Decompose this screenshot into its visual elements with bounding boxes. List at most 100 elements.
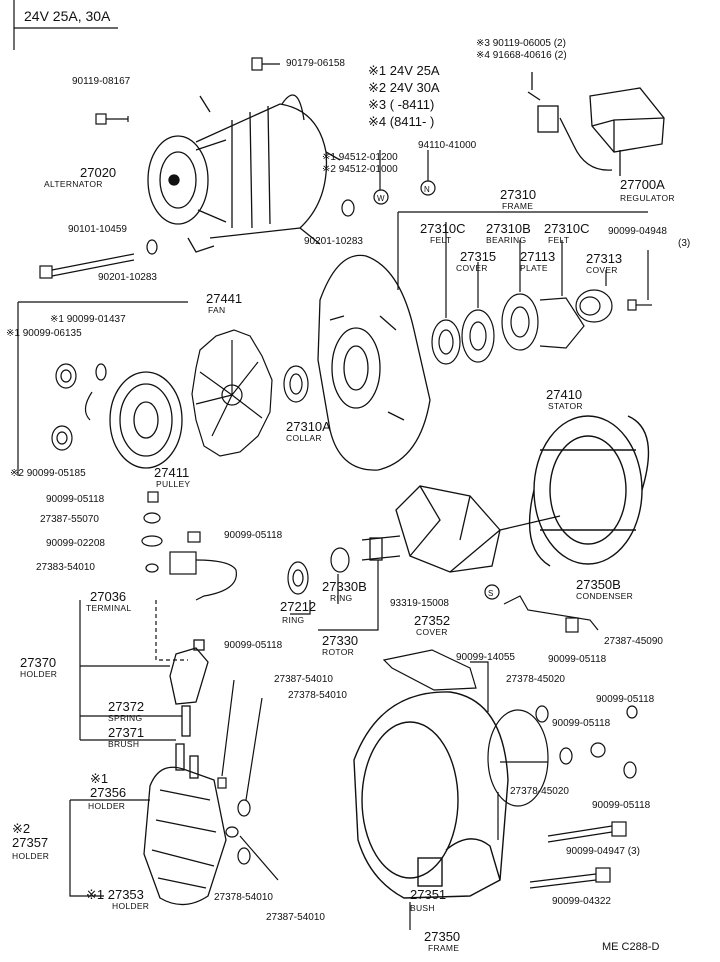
washer-n: N [420, 180, 436, 196]
washer-90201-10283-a [146, 239, 158, 255]
label-27378-54010-b: 27378-54010 [214, 892, 273, 903]
stator-27410 [528, 415, 650, 567]
leader-insulators [221, 679, 279, 881]
label-pulley: PULLEY [156, 479, 191, 489]
brush-holder-27370 [169, 639, 209, 771]
label-90099-04947: 90099-04947 (3) [566, 846, 640, 857]
leader-terminal-dashed [155, 600, 188, 661]
label-terminal: TERMINAL [86, 603, 132, 613]
fan-27441 [191, 329, 273, 457]
diagram-header: 24V 25A, 30A [24, 8, 111, 24]
label-27383-54010: 27383-54010 [36, 562, 95, 573]
insulators [217, 777, 251, 865]
regulator-note-4: ※4 91668-40616 (2) [476, 50, 567, 61]
leader-rectifier [69, 799, 150, 897]
condenser-27350B: S [484, 584, 599, 633]
label-90201-10283-a: 90201-10283 [98, 272, 157, 283]
variant-notes: ※1 24V 25A ※2 24V 30A ※3 ( -8411) ※4 (84… [368, 62, 440, 130]
label-90101-10459: 90101-10459 [68, 224, 127, 235]
label-bearing: BEARING [486, 235, 527, 245]
label-spring: SPRING [108, 713, 143, 723]
bolt-90099-04947 [547, 821, 627, 843]
label-27700A: 27700A [620, 177, 665, 192]
label-frame-27350: FRAME [428, 943, 460, 953]
label-90099-14055: 90099-14055 [456, 652, 515, 663]
washer-w: W [373, 189, 389, 205]
label-27378-45020-a: 27378-45020 [506, 674, 565, 685]
label-plate: PLATE [520, 263, 548, 273]
small-nuts-right [535, 705, 638, 779]
label-fan: FAN [208, 305, 226, 315]
label-felt-a: FELT [430, 235, 452, 245]
bolt-90119-08167 [95, 113, 129, 125]
leader-pulley-group [17, 301, 188, 476]
leader-94110 [379, 150, 429, 190]
label-90099-05118-b: 90099-05118 [224, 530, 283, 541]
leader-rotor [290, 560, 379, 631]
cover-27352 [382, 649, 477, 691]
leader-rear [470, 661, 548, 840]
label-94512-01000: ※2 94512-01000 [322, 164, 398, 175]
label-27387-54010-b: 27387-54010 [266, 912, 325, 923]
label-27357: 27357 [12, 835, 49, 850]
label-27352: 27352 [414, 613, 451, 628]
label-regulator: REGULATOR [620, 193, 675, 203]
label-27020: 27020 [80, 165, 117, 180]
label-alternator: ALTERNATOR [44, 179, 103, 189]
label-27387-45090: 27387-45090 [604, 636, 663, 647]
label-27310A: 27310A [286, 419, 331, 434]
label-27371: 27371 [108, 725, 145, 740]
label-90179-06158: 90179-06158 [286, 58, 345, 69]
label-ring-27330B: RING [330, 593, 353, 603]
label-94512-01200: ※1 94512-01200 [322, 152, 398, 163]
label-27315: 27315 [460, 249, 497, 264]
label-felt-b: FELT [548, 235, 570, 245]
note-3: ※3 ( -8411) [368, 97, 435, 112]
label-27351: 27351 [410, 887, 447, 902]
label-27387-55070: 27387-55070 [40, 514, 99, 525]
label-cover-27313: COVER [586, 265, 618, 275]
label-ring-27212: RING [282, 615, 305, 625]
felt-27310C-a [431, 319, 461, 365]
label-90119-08167: 90119-08167 [72, 76, 131, 87]
label-frame-27310: FRAME [502, 201, 534, 211]
label-27410: 27410 [546, 387, 583, 402]
label-27378-45020-b: 27378-45020 [510, 786, 569, 797]
label-27372: 27372 [108, 699, 145, 714]
label-cover-27352: COVER [416, 627, 448, 637]
label-93319-15008: 93319-15008 [390, 598, 449, 609]
label-collar: COLLAR [286, 433, 322, 443]
label-27411: 27411 [154, 465, 190, 480]
note-1: ※1 24V 25A [368, 63, 440, 78]
svg-text:W: W [377, 194, 385, 203]
ring-27212 [287, 561, 309, 595]
regulator-27700A [527, 72, 665, 176]
label-90099-04948-qty: (3) [678, 238, 691, 249]
label-cover-27315: COVER [456, 263, 488, 273]
label-90099-05118-e: 90099-05118 [596, 694, 655, 705]
rectifier-holder-27356 [143, 755, 227, 906]
label-27441: 27441 [206, 291, 243, 306]
note-2: ※2 24V 30A [368, 80, 440, 95]
label-90099-02208: 90099-02208 [46, 538, 105, 549]
alternator-assembly [147, 94, 341, 253]
bearing-27310B [501, 293, 539, 351]
note-4: ※4 (8411- ) [368, 114, 435, 129]
svg-text:N: N [424, 185, 430, 194]
label-27357-mark: ※2 [12, 821, 31, 836]
nut-90099-05185 [51, 425, 73, 451]
label-27330: 27330 [322, 633, 359, 648]
label-90099-05118-c: 90099-05118 [224, 640, 283, 651]
label-holder-27357: HOLDER [12, 851, 50, 861]
label-rotor: ROTOR [322, 647, 355, 657]
label-27310C-b: 27310C [544, 221, 590, 236]
label-27350B: 27350B [576, 577, 621, 592]
label-90099-04948: 90099-04948 [608, 226, 667, 237]
label-90099-04322: 90099-04322 [552, 896, 611, 907]
o-ring-90099-14055 [487, 709, 549, 807]
label-27313: 27313 [586, 251, 623, 266]
leader-27310 [397, 211, 649, 318]
screw-90099-04948 [627, 299, 652, 311]
rotor-27330 [361, 485, 561, 573]
ring-27330B [330, 547, 350, 573]
